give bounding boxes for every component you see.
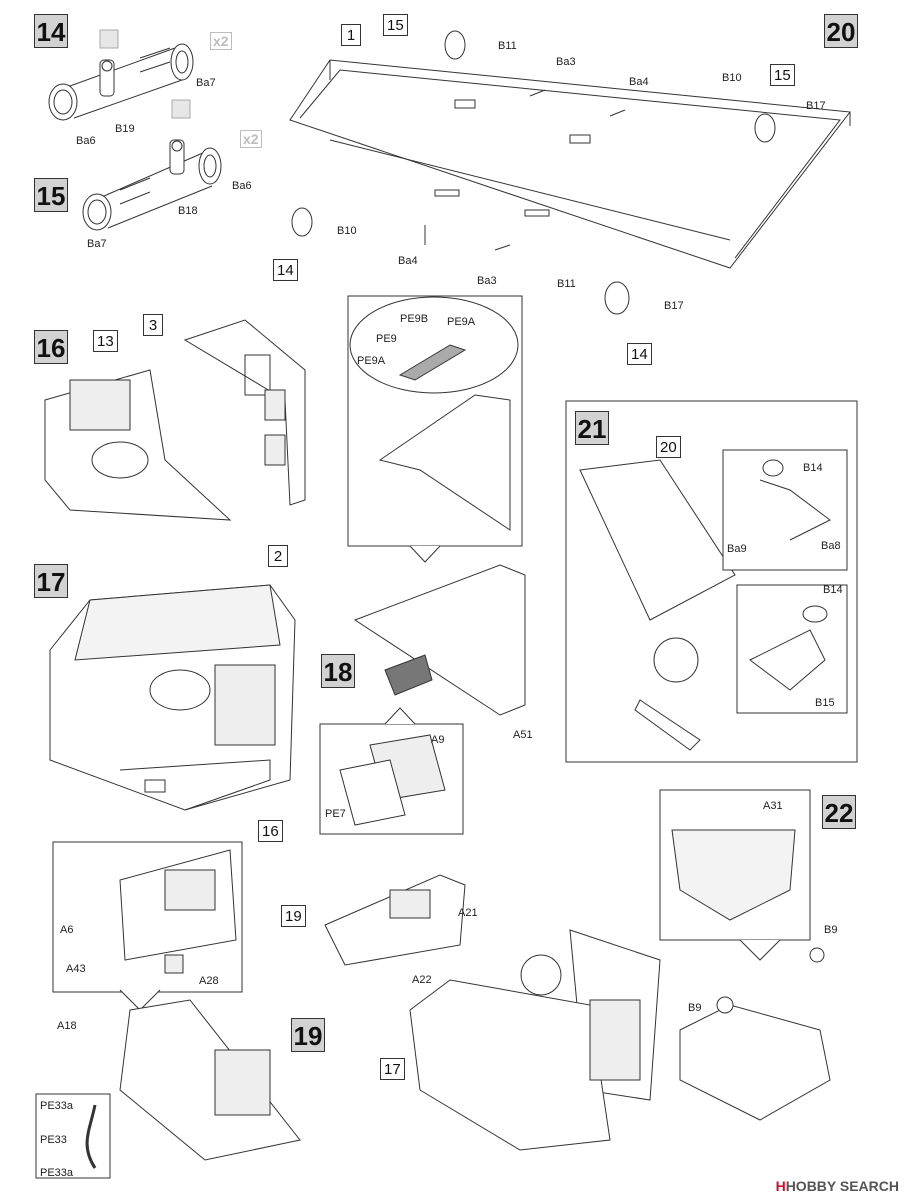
part-label: PE33a	[40, 1100, 74, 1112]
part-label: Ba3	[477, 275, 497, 287]
ref-box-15: 15	[383, 14, 408, 36]
part-label: A43	[66, 963, 86, 975]
step15-axle-drawing	[82, 99, 222, 231]
part-label: Ba9	[727, 543, 747, 555]
part-label: Ba7	[87, 238, 107, 250]
step22-drawing	[409, 789, 831, 1151]
part-label: B15	[815, 697, 835, 709]
part-label: B18	[178, 205, 198, 217]
quantity-multiplier: x2	[240, 130, 262, 148]
part-label: B17	[664, 300, 684, 312]
part-label: PE7	[325, 808, 346, 820]
step18-frames	[319, 295, 526, 835]
ref-box-16: 16	[258, 820, 283, 842]
part-label: B11	[498, 40, 517, 52]
part-label: Ba8	[821, 540, 841, 552]
step19-drawing	[35, 841, 466, 1179]
part-label: PE9B	[400, 313, 429, 325]
part-label: A28	[199, 975, 219, 987]
part-label: PE9A	[357, 355, 386, 367]
ref-box-20: 20	[656, 436, 681, 458]
ref-box-14: 14	[627, 343, 652, 365]
part-label: B10	[337, 225, 357, 237]
ref-box-2: 2	[268, 545, 288, 567]
part-label: PE9	[376, 333, 397, 345]
part-label: B14	[803, 462, 823, 474]
step-number-21: 21	[575, 411, 609, 445]
ref-box-14: 14	[273, 259, 298, 281]
part-label: A21	[458, 907, 478, 919]
step-number-22: 22	[822, 795, 856, 829]
step17-cab-drawing	[49, 584, 296, 811]
ref-box-15: 15	[770, 64, 795, 86]
part-label: A18	[57, 1020, 77, 1032]
part-label: B17	[806, 100, 826, 112]
part-label: Ba4	[398, 255, 418, 267]
step14-axle-drawing	[48, 29, 194, 121]
part-label: A31	[763, 800, 783, 812]
part-label: Ba6	[232, 180, 252, 192]
part-label: B9	[688, 1002, 702, 1014]
ref-box-1: 1	[341, 24, 361, 46]
step-number-18: 18	[321, 654, 355, 688]
part-label: B14	[823, 584, 843, 596]
quantity-multiplier: x2	[210, 32, 232, 50]
part-label: B19	[115, 123, 135, 135]
step-number-20: 20	[824, 14, 858, 48]
step-number-19: 19	[291, 1018, 325, 1052]
step16-cab-drawing	[44, 319, 306, 521]
step-number-16: 16	[34, 330, 68, 364]
part-label: PE33	[40, 1134, 67, 1146]
step-number-17: 17	[34, 564, 68, 598]
ref-box-17: 17	[380, 1058, 405, 1080]
ref-box-13: 13	[93, 330, 118, 352]
part-label: Ba7	[196, 77, 216, 89]
part-label: B11	[557, 278, 576, 290]
step-number-14: 14	[34, 14, 68, 48]
part-label: A6	[60, 924, 74, 936]
part-label: A51	[513, 729, 533, 741]
part-label: PE33a	[40, 1167, 74, 1179]
watermark: HHOBBY SEARCH	[775, 1178, 899, 1194]
ref-box-3: 3	[143, 314, 163, 336]
step21-drawing	[565, 400, 858, 763]
part-label: B9	[824, 924, 838, 936]
part-label: A22	[412, 974, 432, 986]
part-label: B10	[722, 72, 742, 84]
part-label: Ba3	[556, 56, 576, 68]
ref-box-19: 19	[281, 905, 306, 927]
part-label: Ba4	[629, 76, 649, 88]
part-label: Ba6	[76, 135, 96, 147]
part-label: A9	[431, 734, 445, 746]
step20-chassis-drawing	[289, 30, 851, 315]
step-number-15: 15	[34, 178, 68, 212]
part-label: PE9A	[447, 316, 476, 328]
